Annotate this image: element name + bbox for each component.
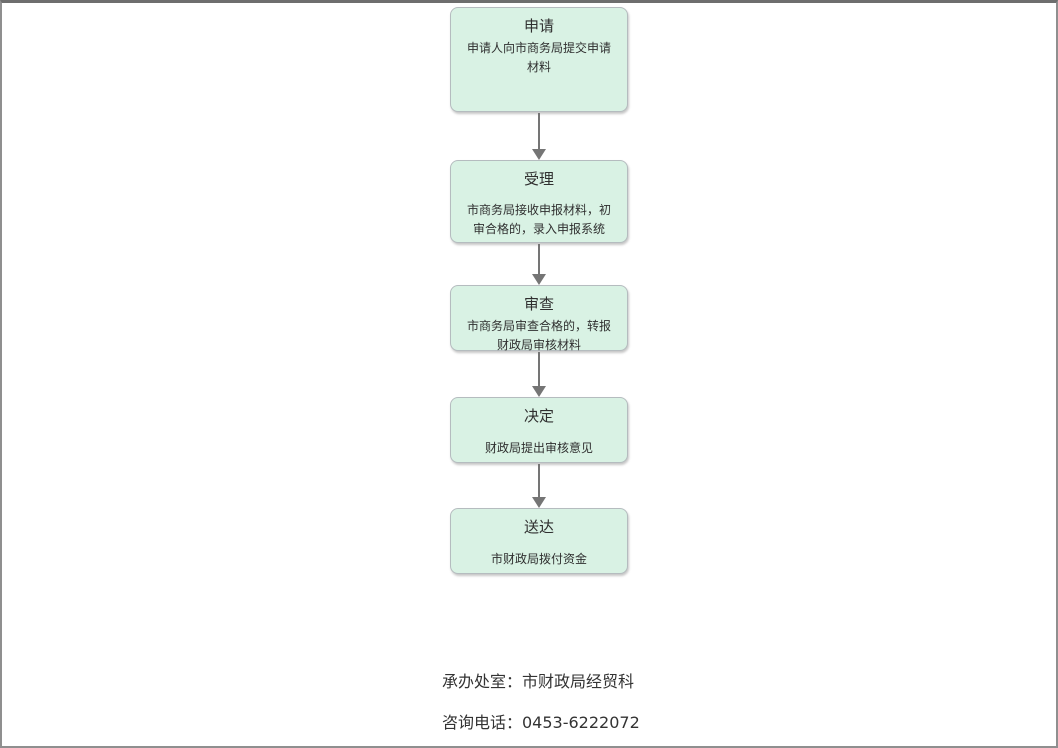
step-desc: 市商务局审查合格的，转报财政局审核材料 [466,319,611,352]
arrow-stem [537,244,540,274]
step-title: 审查 [523,295,554,313]
arrow-stem [537,464,540,497]
step-title: 申请 [523,17,554,35]
arrow-stem [537,113,540,149]
inquiry-phone: 咨询电话：0453-6222072 [442,713,640,732]
flow-step-review: 审查 市商务局审查合格的，转报财政局审核材料 [450,285,628,352]
arrow-head-icon [531,149,546,160]
step-desc: 市财政局拨付资金 [490,552,587,566]
down-arrow [531,244,546,285]
flow-step-accept: 受理 市商务局接收申报材料，初审合格的，录入申报系统 [450,160,628,243]
down-arrow [531,464,546,508]
flow-step-deliver: 送达 市财政局拨付资金 [450,508,628,574]
arrow-head-icon [531,497,546,508]
arrow-stem [537,352,540,386]
down-arrow [531,113,546,160]
step-desc: 市商务局接收申报材料，初审合格的，录入申报系统 [466,203,611,236]
arrow-head-icon [531,274,546,285]
down-arrow [531,352,546,397]
flow-step-apply: 申请 申请人向市商务局提交申请材料 [450,7,628,112]
step-desc: 财政局提出审核意见 [484,441,593,455]
flow-step-decision: 决定 财政局提出审核意见 [450,397,628,463]
handling-department: 承办处室：市财政局经贸科 [442,672,635,691]
step-title: 受理 [523,170,554,188]
arrow-head-icon [531,386,546,397]
step-desc: 申请人向市商务局提交申请材料 [466,41,611,74]
step-title: 送达 [523,518,554,536]
footer-contact: 承办处室：市财政局经贸科 咨询电话：0453-6222072 [442,671,640,734]
step-title: 决定 [523,407,554,425]
